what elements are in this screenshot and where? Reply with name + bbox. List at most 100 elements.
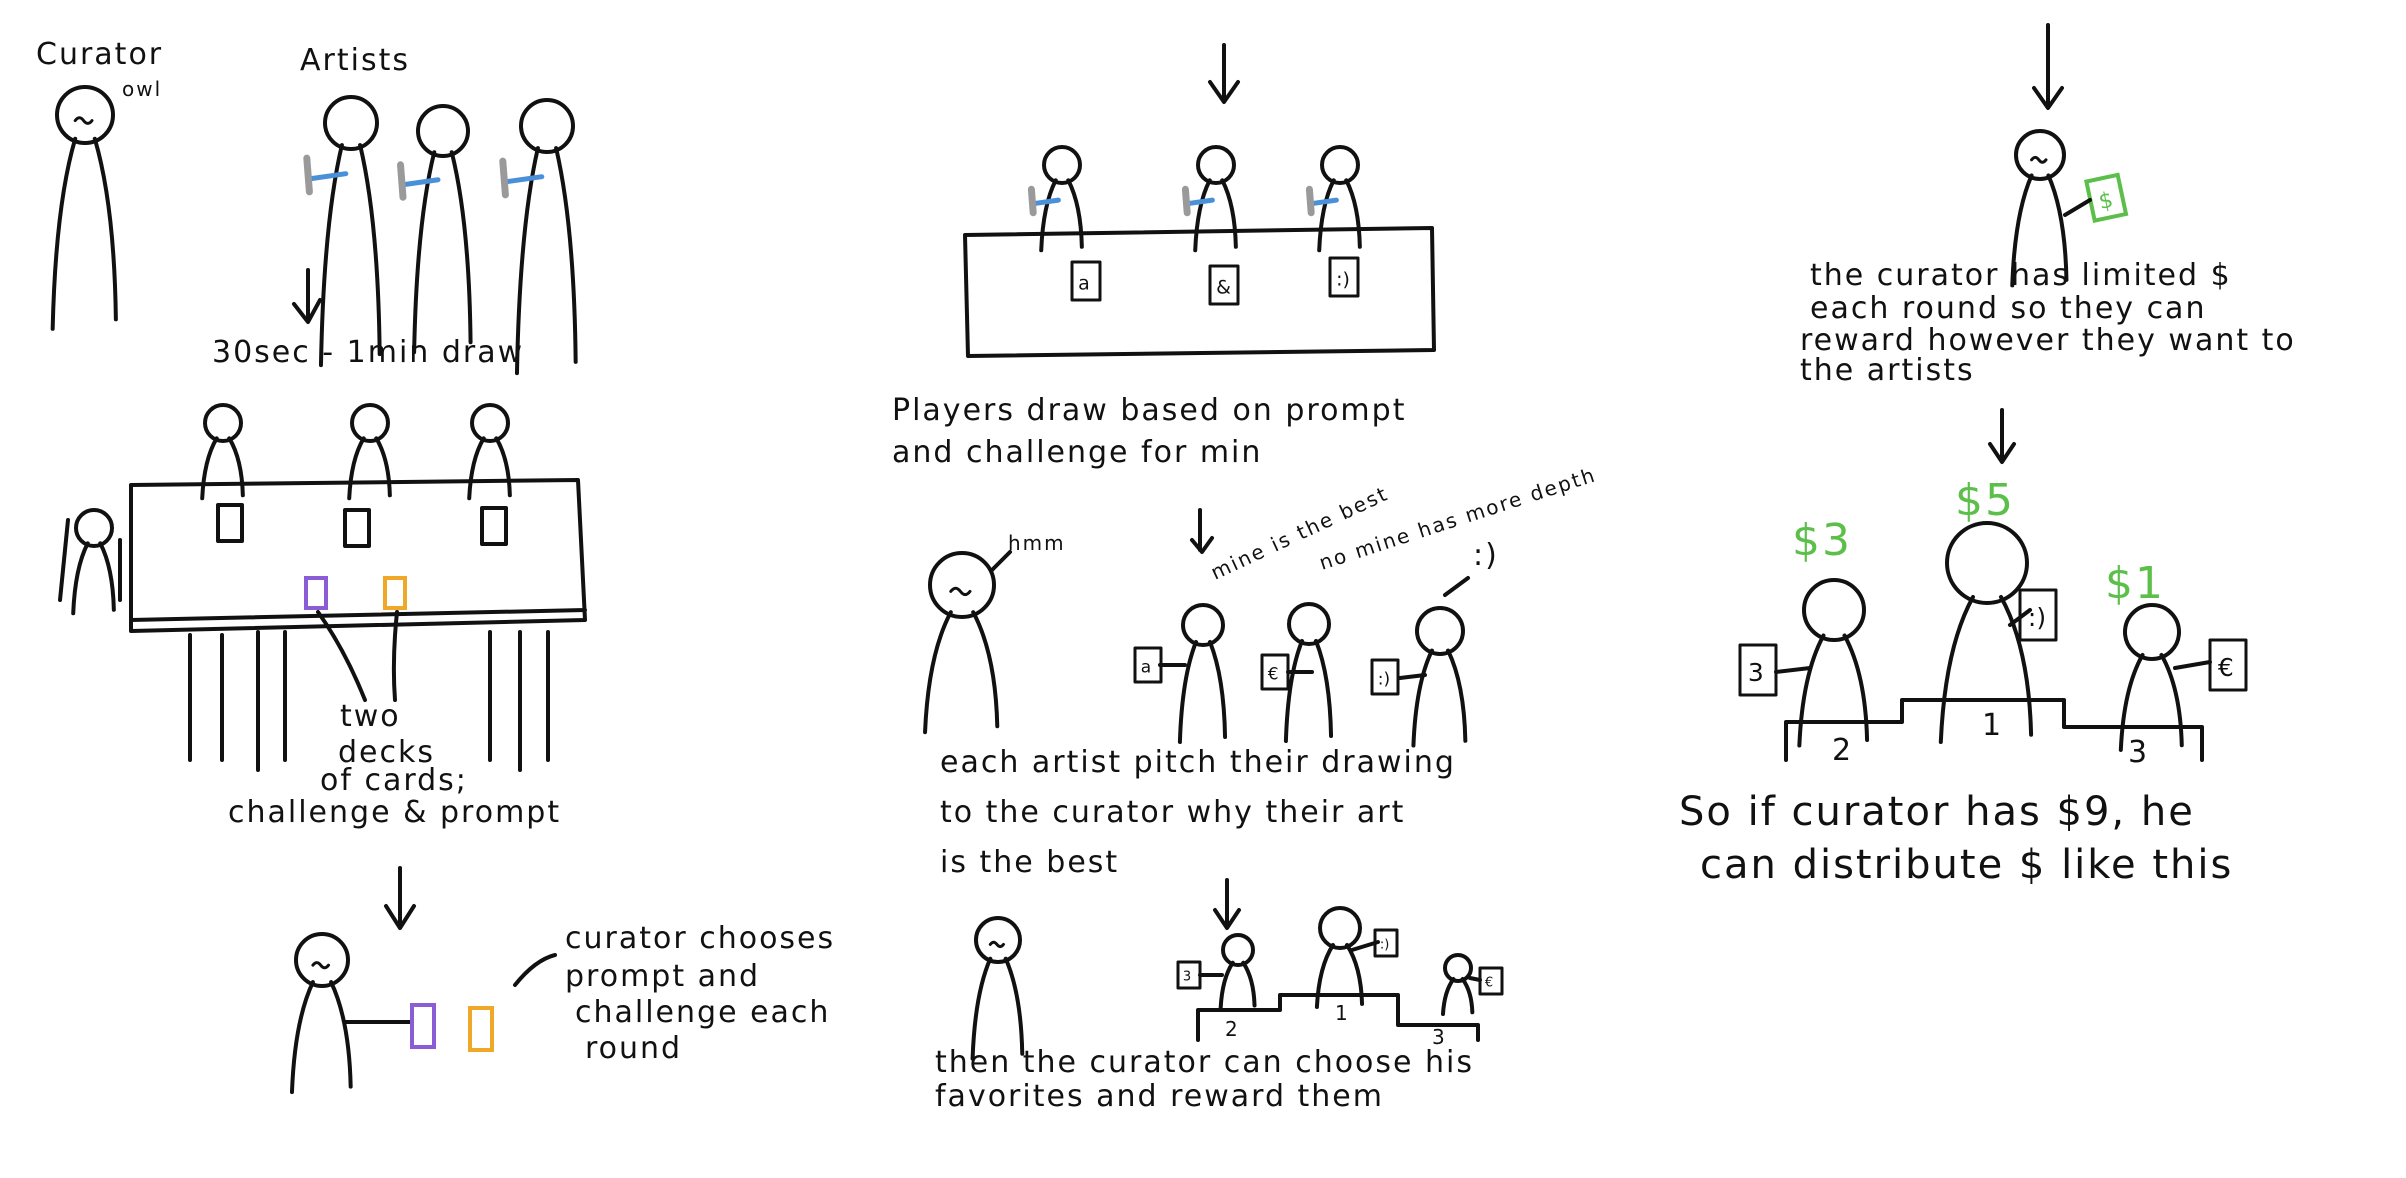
svg-text::): :) bbox=[1336, 268, 1350, 290]
arm bbox=[502, 174, 545, 185]
head bbox=[1443, 953, 1473, 983]
artist-figure bbox=[1181, 145, 1238, 253]
panel-drawing: a&:) Players draw based on prompt and ch… bbox=[892, 43, 1599, 1114]
head bbox=[519, 98, 575, 154]
svg-text:&: & bbox=[1216, 276, 1231, 298]
draw-time-label: 30sec - 1min draw bbox=[212, 335, 524, 370]
chooses-caption: curator chooses prompt and challenge eac… bbox=[565, 921, 835, 1066]
head bbox=[1945, 521, 2029, 605]
arm bbox=[400, 177, 441, 188]
body bbox=[1039, 178, 1084, 253]
face-down-card bbox=[343, 508, 371, 548]
body bbox=[289, 980, 353, 1095]
head bbox=[1320, 145, 1360, 185]
body bbox=[1218, 960, 1257, 1010]
podium-place: 1 bbox=[1982, 708, 2003, 743]
svg-text::): :) bbox=[1378, 669, 1390, 689]
body bbox=[347, 436, 392, 501]
svg-text:curator chooses: curator chooses bbox=[565, 921, 835, 956]
curator-figure bbox=[50, 85, 118, 331]
curator-figure bbox=[970, 916, 1025, 1061]
table bbox=[58, 478, 587, 772]
squiggle-mouth bbox=[949, 586, 972, 597]
reward-amount: $3 bbox=[1792, 515, 1852, 566]
down-arrow-icon bbox=[384, 866, 416, 930]
head bbox=[974, 916, 1022, 964]
down-arrow-icon bbox=[2032, 23, 2064, 110]
svg-text:$: $ bbox=[2096, 187, 2117, 215]
pen-icon bbox=[303, 154, 313, 196]
drawing-card: & bbox=[1208, 264, 1240, 306]
artist-figure bbox=[1797, 578, 1870, 748]
head bbox=[74, 508, 114, 548]
drawing-card: € bbox=[1478, 966, 1504, 996]
prompt-card bbox=[468, 1006, 494, 1052]
head bbox=[1318, 906, 1362, 950]
arm bbox=[1774, 666, 1812, 674]
artist-figure bbox=[1218, 933, 1257, 1010]
body bbox=[1411, 648, 1468, 748]
svg-text:round: round bbox=[585, 1031, 682, 1066]
svg-text:€: € bbox=[2218, 653, 2234, 682]
challenge-deck bbox=[304, 576, 328, 610]
artist-figure bbox=[71, 508, 116, 616]
curator-figure bbox=[289, 932, 353, 1095]
reward-amount: $1 bbox=[2105, 558, 2165, 609]
artist-figure bbox=[1177, 603, 1228, 744]
body bbox=[1314, 943, 1365, 1009]
svg-text::): :) bbox=[1380, 938, 1389, 953]
artist-quote: no mine has more depth bbox=[1316, 462, 1599, 574]
body bbox=[1193, 178, 1238, 253]
artist-figure bbox=[303, 95, 382, 368]
artist-figure bbox=[1411, 606, 1468, 748]
head bbox=[928, 551, 996, 619]
prompt-deck bbox=[383, 576, 407, 610]
svg-text:€: € bbox=[1485, 976, 1493, 991]
drawing-card: a bbox=[1070, 260, 1102, 302]
decks-caption: two decks of cards; challenge & prompt bbox=[228, 699, 559, 830]
curator-figure bbox=[2010, 129, 2069, 288]
limited-caption: reward however they want to bbox=[1800, 323, 2296, 358]
head bbox=[2014, 129, 2066, 181]
players-caption: and challenge for min bbox=[892, 435, 1262, 470]
pitch-caption: is the best bbox=[940, 845, 1119, 880]
pitch-caption: to the curator why their art bbox=[940, 795, 1405, 830]
pen-icon bbox=[1181, 185, 1191, 217]
body bbox=[50, 136, 118, 331]
drawing-card: € bbox=[2208, 638, 2248, 692]
drawing-card: :) bbox=[1373, 928, 1399, 958]
svg-text:decks: decks bbox=[338, 735, 435, 770]
svg-text:€: € bbox=[1268, 664, 1279, 684]
panel-rewards: $ the curator has limited $ each round s… bbox=[1679, 23, 2296, 888]
svg-text:challenge each: challenge each bbox=[575, 995, 830, 1030]
artist-figure bbox=[1440, 953, 1475, 1017]
panel-setup: Curator owl Artists 30sec - 1min draw tw… bbox=[36, 37, 835, 1066]
pen-icon bbox=[499, 157, 509, 199]
drawing-card: a bbox=[1133, 646, 1163, 684]
squiggle-mouth bbox=[73, 116, 94, 125]
head bbox=[294, 932, 350, 988]
down-arrow-icon bbox=[1208, 43, 1240, 104]
svg-text:prompt and: prompt and bbox=[565, 959, 760, 994]
drawing-card: 3 bbox=[1738, 643, 1778, 697]
arm bbox=[1398, 673, 1427, 680]
artist-quote: mine is the best bbox=[1207, 481, 1392, 584]
down-arrow-icon bbox=[1988, 408, 2016, 464]
podium-place: 2 bbox=[1832, 733, 1853, 768]
limited-caption: each round so they can bbox=[1810, 291, 2206, 326]
head bbox=[1042, 145, 1082, 185]
artist-figure bbox=[499, 98, 578, 376]
reward-caption: favorites and reward them bbox=[935, 1079, 1384, 1114]
body bbox=[1283, 639, 1334, 743]
podium-place: 2 bbox=[1225, 1017, 1240, 1041]
svg-text:of cards;: of cards; bbox=[320, 763, 468, 798]
head bbox=[55, 85, 115, 145]
curator-figure bbox=[923, 551, 1000, 735]
arm bbox=[1308, 197, 1339, 207]
head bbox=[1415, 606, 1465, 656]
body bbox=[200, 436, 245, 501]
svg-text:3: 3 bbox=[1748, 658, 1764, 687]
squiggle-mouth bbox=[2030, 155, 2048, 164]
artist-figure bbox=[1027, 145, 1084, 253]
